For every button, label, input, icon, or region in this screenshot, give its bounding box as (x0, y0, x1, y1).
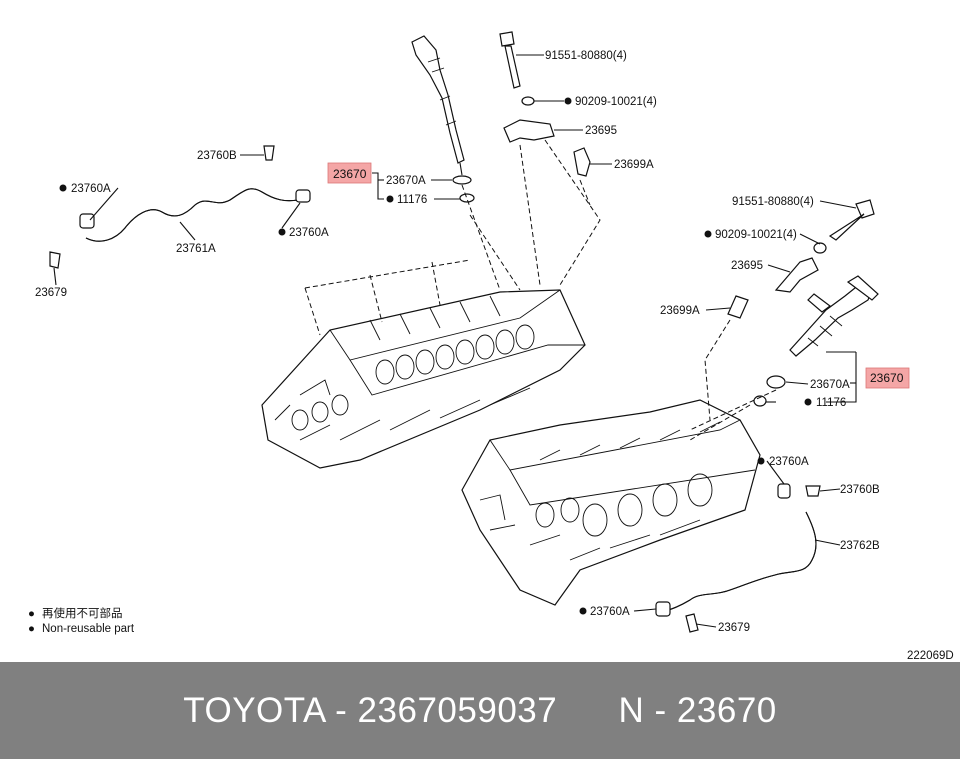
footer-part-number: TOYOTA - 2367059037 N - 23670 (183, 690, 777, 730)
left-fuel-pipe (49, 145, 311, 269)
label-23699a-right: 23699A (660, 305, 700, 317)
label-23760a-left-top: 23760A (71, 183, 111, 195)
non-reusable-bullets (59, 97, 812, 615)
right-bolt-and-clamp (727, 199, 875, 319)
highlight-right-23670 (865, 367, 910, 389)
label-23670a-right: 23670A (810, 379, 850, 391)
diagram-code: 222069D (907, 650, 954, 662)
label-23762b: 23762B (840, 540, 880, 552)
label-23679-left: 23679 (35, 287, 67, 299)
label-23670a-left: 23670A (386, 175, 426, 187)
label-11176-right: 11176 (816, 397, 846, 409)
callout-leaders (53, 54, 857, 628)
legend-text-jp: 再使用不可部品 (42, 606, 123, 620)
legend: ● 再使用不可部品 ● Non-reusable part (28, 606, 135, 635)
left-oring-and-gasket (452, 175, 475, 203)
label-23695-right: 23695 (731, 260, 763, 272)
right-fuel-pipe (655, 483, 821, 633)
parts-diagram: 91551-80880(4) 90209-10021(4) 23695 2369… (28, 31, 954, 662)
label-23760b-right: 23760B (840, 484, 880, 496)
label-23695-left: 23695 (585, 125, 617, 137)
right-cylinder-head (461, 399, 761, 606)
label-91551-right: 91551-80880(4) (732, 196, 814, 208)
label-11176-left: 11176 (397, 194, 427, 206)
label-90209-right: 90209-10021(4) (715, 229, 797, 241)
legend-bullet-2: ● (28, 623, 35, 635)
label-91551-left: 91551-80880(4) (545, 50, 627, 62)
left-injector (411, 35, 465, 176)
left-cylinder-head (261, 289, 586, 469)
highlight-left-23670 (327, 162, 372, 184)
label-23761a: 23761A (176, 243, 216, 255)
dashed-leaders (304, 139, 777, 441)
label-23760a-left-right: 23760A (289, 227, 329, 239)
right-injector (789, 275, 879, 357)
label-90209-left: 90209-10021(4) (575, 96, 657, 108)
label-23670-left: 23670 (333, 167, 367, 181)
diagram-drawing: 91551-80880(4) 90209-10021(4) 23695 2369… (28, 31, 954, 662)
left-bolt-and-clamp (499, 31, 591, 177)
part-labels: 91551-80880(4) 90209-10021(4) 23695 2369… (35, 50, 904, 634)
legend-bullet-1: ● (28, 608, 35, 620)
legend-text-en: Non-reusable part (42, 623, 135, 635)
footer-bar: TOYOTA - 2367059037 N - 23670 (0, 662, 960, 759)
label-23760a-right-top: 23760A (769, 456, 809, 468)
label-23670-right: 23670 (870, 371, 904, 385)
label-23760a-right-bottom: 23760A (590, 606, 630, 618)
label-23760b-left: 23760B (197, 150, 237, 162)
label-23699a-left: 23699A (614, 159, 654, 171)
label-23679-right: 23679 (718, 622, 750, 634)
right-oring-and-gasket (753, 375, 786, 407)
